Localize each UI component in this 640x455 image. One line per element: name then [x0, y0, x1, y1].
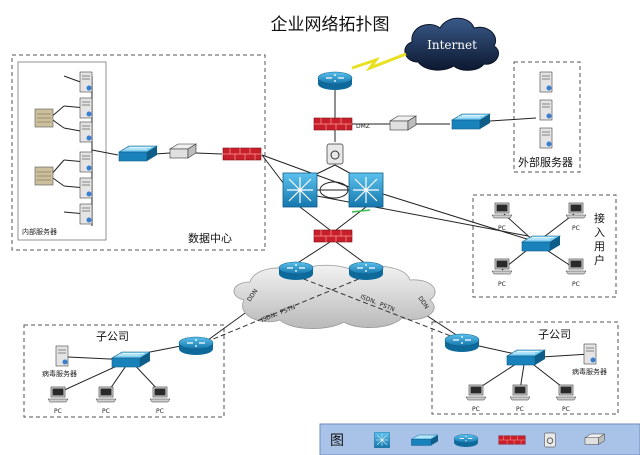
branch-right-router-icon: [444, 333, 480, 353]
pc-label: PC: [562, 406, 570, 413]
lightning-link: [351, 52, 407, 72]
legend-router-icon: [453, 433, 479, 448]
external-server-box: [513, 61, 581, 173]
core-switch-left-icon: [282, 172, 318, 208]
pc-icon: [565, 202, 587, 219]
storage-server-icon: [34, 108, 54, 128]
internet-label: Internet: [427, 38, 477, 52]
antivirus-server-icon: [583, 343, 597, 365]
pc-label: PC: [498, 281, 506, 288]
data-center-switch-icon: [118, 145, 158, 162]
branch-left-label: 子公司: [96, 330, 129, 343]
pc-label: PC: [472, 406, 480, 413]
legend-firewall-icon: [498, 435, 526, 445]
access-user-box: [472, 194, 617, 298]
access-label-char-4: 户: [594, 253, 605, 267]
pc-icon: [565, 258, 587, 275]
access-label-char-1: 接: [594, 212, 605, 225]
legend-vpn-icon: [544, 432, 556, 448]
access-label-char-2: 入: [594, 226, 605, 239]
dmz-firewall-icon: [313, 117, 353, 131]
data-center-label: 数据中心: [188, 231, 232, 245]
server-icon: [79, 97, 93, 119]
legend-label: 图: [330, 433, 344, 449]
branch-left-box: [23, 324, 225, 418]
access-label-char-3: 用: [594, 240, 605, 253]
pc-label: PC: [516, 406, 524, 413]
branch-left-server-label: 病毒服务器: [42, 369, 77, 378]
wan-dashed-links: [205, 275, 457, 343]
vpn-gateway-icon: [326, 143, 344, 165]
server-icon: [79, 71, 93, 93]
core-switch-right-icon: [348, 172, 384, 208]
branch-right-server-label: 病毒服务器: [572, 367, 607, 376]
dmz-switch-icon: [451, 113, 491, 130]
green-link: [351, 209, 371, 213]
pc-label: PC: [102, 408, 110, 415]
edge-router-icon: [317, 71, 353, 91]
wan-cloud: [233, 264, 436, 329]
dmz-ids-icon: [389, 115, 417, 131]
branch-right-label: 子公司: [538, 328, 571, 341]
server-icon: [79, 203, 93, 225]
wan-router-left-icon: [278, 261, 314, 281]
branch-right-box: [431, 321, 619, 415]
server-icon: [79, 121, 93, 143]
wan-router-right-icon: [348, 261, 384, 281]
pc-icon: [95, 386, 117, 403]
server-icon: [79, 177, 93, 199]
wan-firewall-icon: [313, 229, 353, 243]
antivirus-server-icon: [55, 345, 69, 367]
diagram-title: 企业网络拓扑图: [271, 15, 390, 35]
pc-label: PC: [572, 225, 580, 232]
internet-cloud: Internet: [404, 17, 499, 71]
pc-icon: [149, 386, 171, 403]
storage-server-icon: [34, 166, 54, 186]
branch-left-switch-icon: [111, 351, 151, 368]
pc-label: PC: [156, 408, 164, 415]
external-server-icon: [539, 127, 553, 149]
pc-icon: [47, 386, 69, 403]
internal-server-frame: [17, 61, 107, 241]
data-center-box: [11, 54, 266, 251]
external-server-icon: [539, 71, 553, 93]
legend-l3-switch-icon: [374, 432, 390, 448]
pc-label: PC: [572, 281, 580, 288]
pc-icon: [555, 384, 577, 401]
pc-icon: [465, 384, 487, 401]
access-switch-icon: [521, 235, 561, 252]
data-center-ids-icon: [169, 143, 197, 159]
pc-icon: [491, 202, 513, 219]
internal-server-label: 内部服务器: [22, 227, 57, 236]
pc-icon: [509, 384, 531, 401]
external-server-icon: [539, 99, 553, 121]
external-server-label: 外部服务器: [518, 155, 573, 169]
pc-label: PC: [54, 408, 62, 415]
branch-left-router-icon: [178, 336, 214, 356]
legend: 图: [319, 423, 640, 455]
server-icon: [79, 151, 93, 173]
data-center-firewall-icon: [222, 147, 262, 161]
dmz-label: DMZ: [356, 123, 370, 130]
pc-label: PC: [498, 225, 506, 232]
pc-icon: [491, 258, 513, 275]
branch-right-switch-icon: [506, 349, 546, 366]
